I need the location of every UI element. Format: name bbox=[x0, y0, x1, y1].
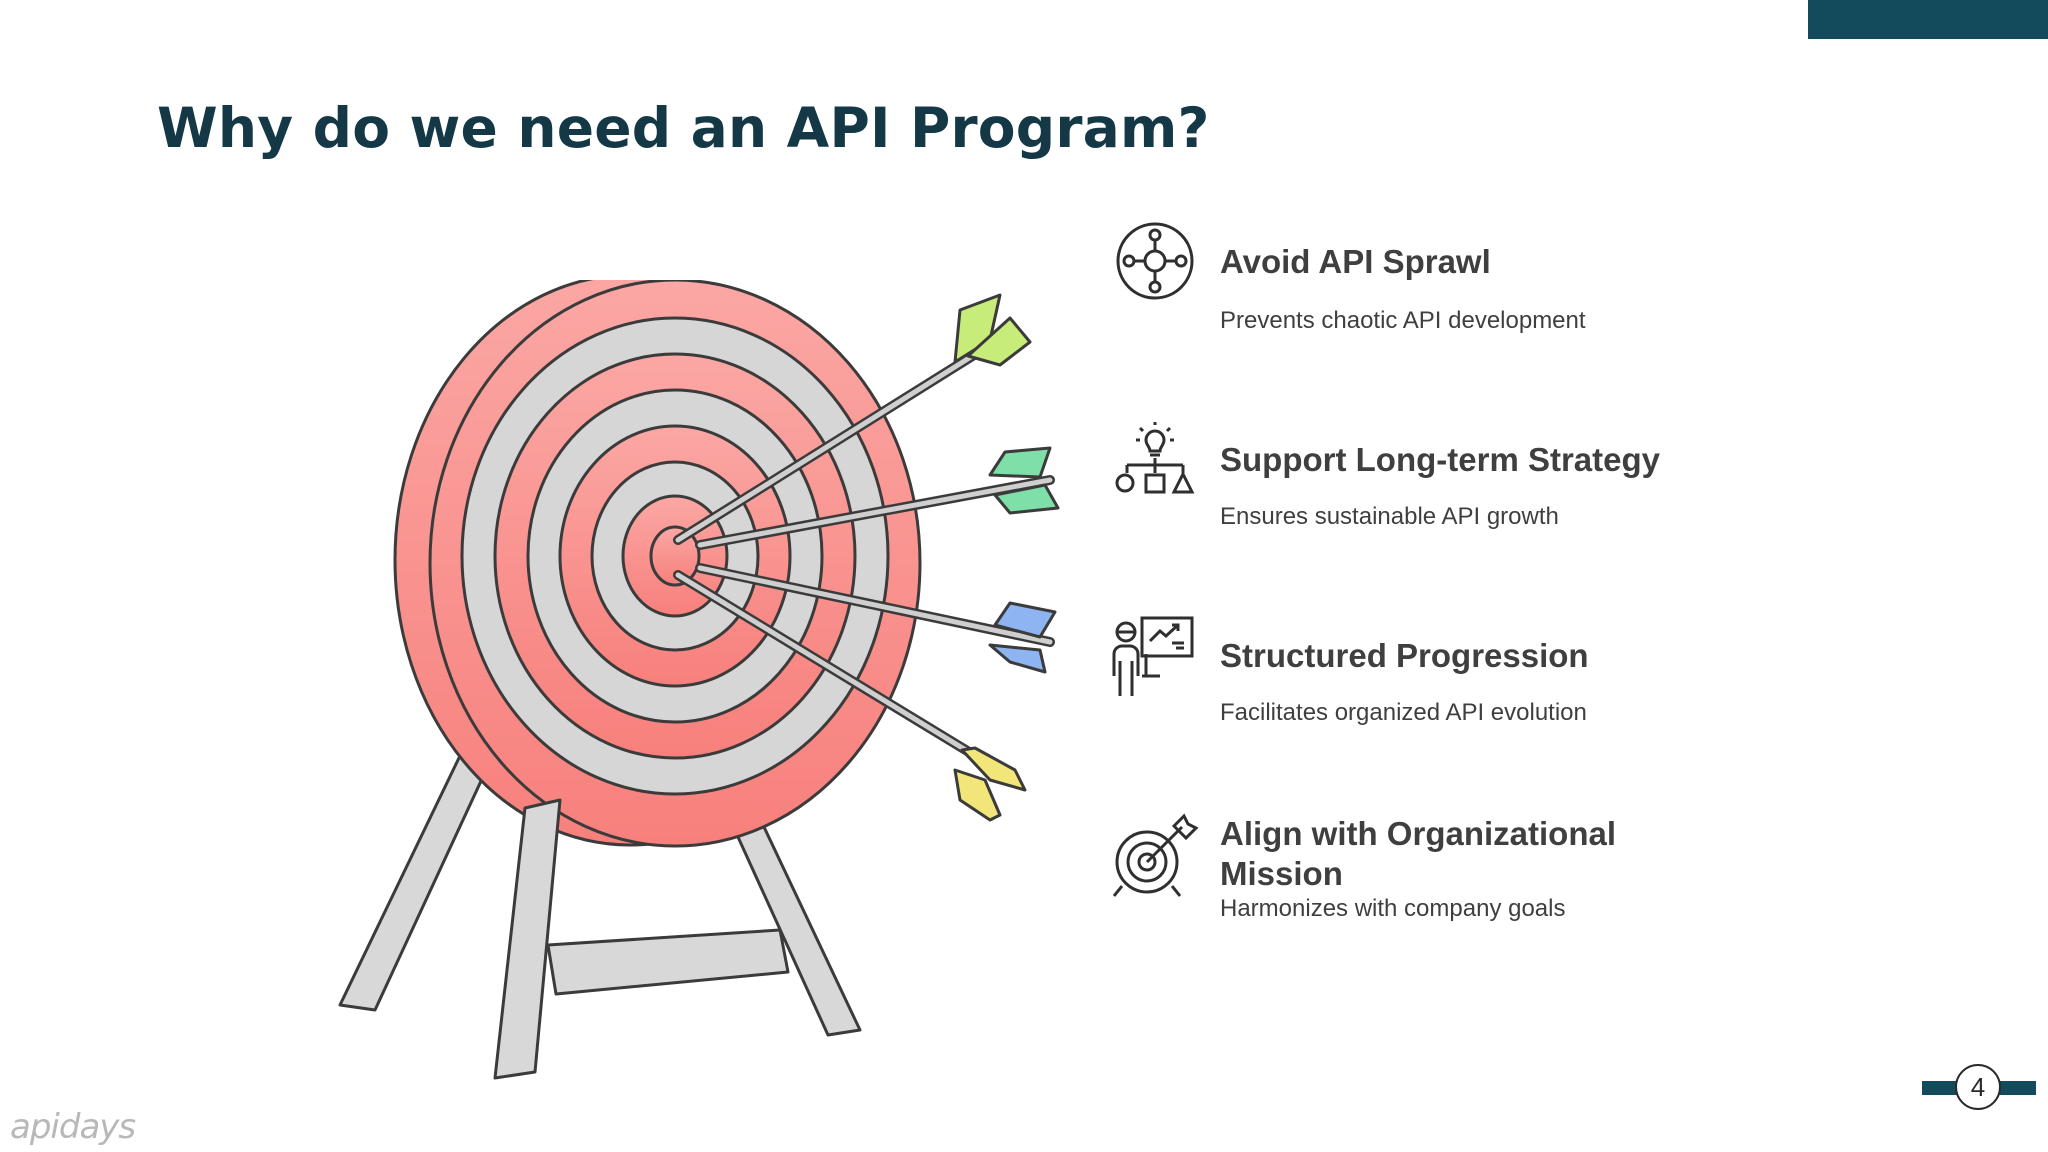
corner-accent-bar bbox=[1808, 0, 2048, 39]
item-description: Ensures sustainable API growth bbox=[1220, 503, 1559, 530]
stand-leg-front bbox=[493, 798, 562, 1080]
arrow-green bbox=[695, 446, 1060, 550]
presenter-chart-icon bbox=[1112, 616, 1194, 696]
item-title: Support Long-term Strategy bbox=[1220, 441, 1661, 478]
item-title: Align with Organizational Mission bbox=[1220, 815, 1616, 892]
target-arrow-icon bbox=[1112, 813, 1199, 897]
arrow-yellow bbox=[673, 570, 1027, 822]
lightbulb-shapes-icon bbox=[1115, 422, 1195, 494]
slide-title: Why do we need an API Program? bbox=[157, 96, 1210, 160]
item-description: Facilitates organized API evolution bbox=[1220, 699, 1587, 726]
network-nodes-icon bbox=[1116, 222, 1194, 300]
page-number: 4 bbox=[1955, 1064, 2001, 1110]
item-title: Avoid API Sprawl bbox=[1220, 243, 1491, 280]
stand-leg-right bbox=[726, 806, 862, 1037]
item-description: Harmonizes with company goals bbox=[1220, 895, 1566, 922]
item-title: Structured Progression bbox=[1220, 637, 1589, 674]
target-bullseye bbox=[649, 525, 701, 587]
target-illustration bbox=[338, 280, 1060, 1080]
stand-crossbar bbox=[546, 928, 790, 996]
arrow-lime bbox=[673, 293, 1032, 545]
item-description: Prevents chaotic API development bbox=[1220, 307, 1586, 334]
arrow-blue bbox=[695, 563, 1057, 674]
apidays-logo: apidays bbox=[10, 1107, 136, 1147]
